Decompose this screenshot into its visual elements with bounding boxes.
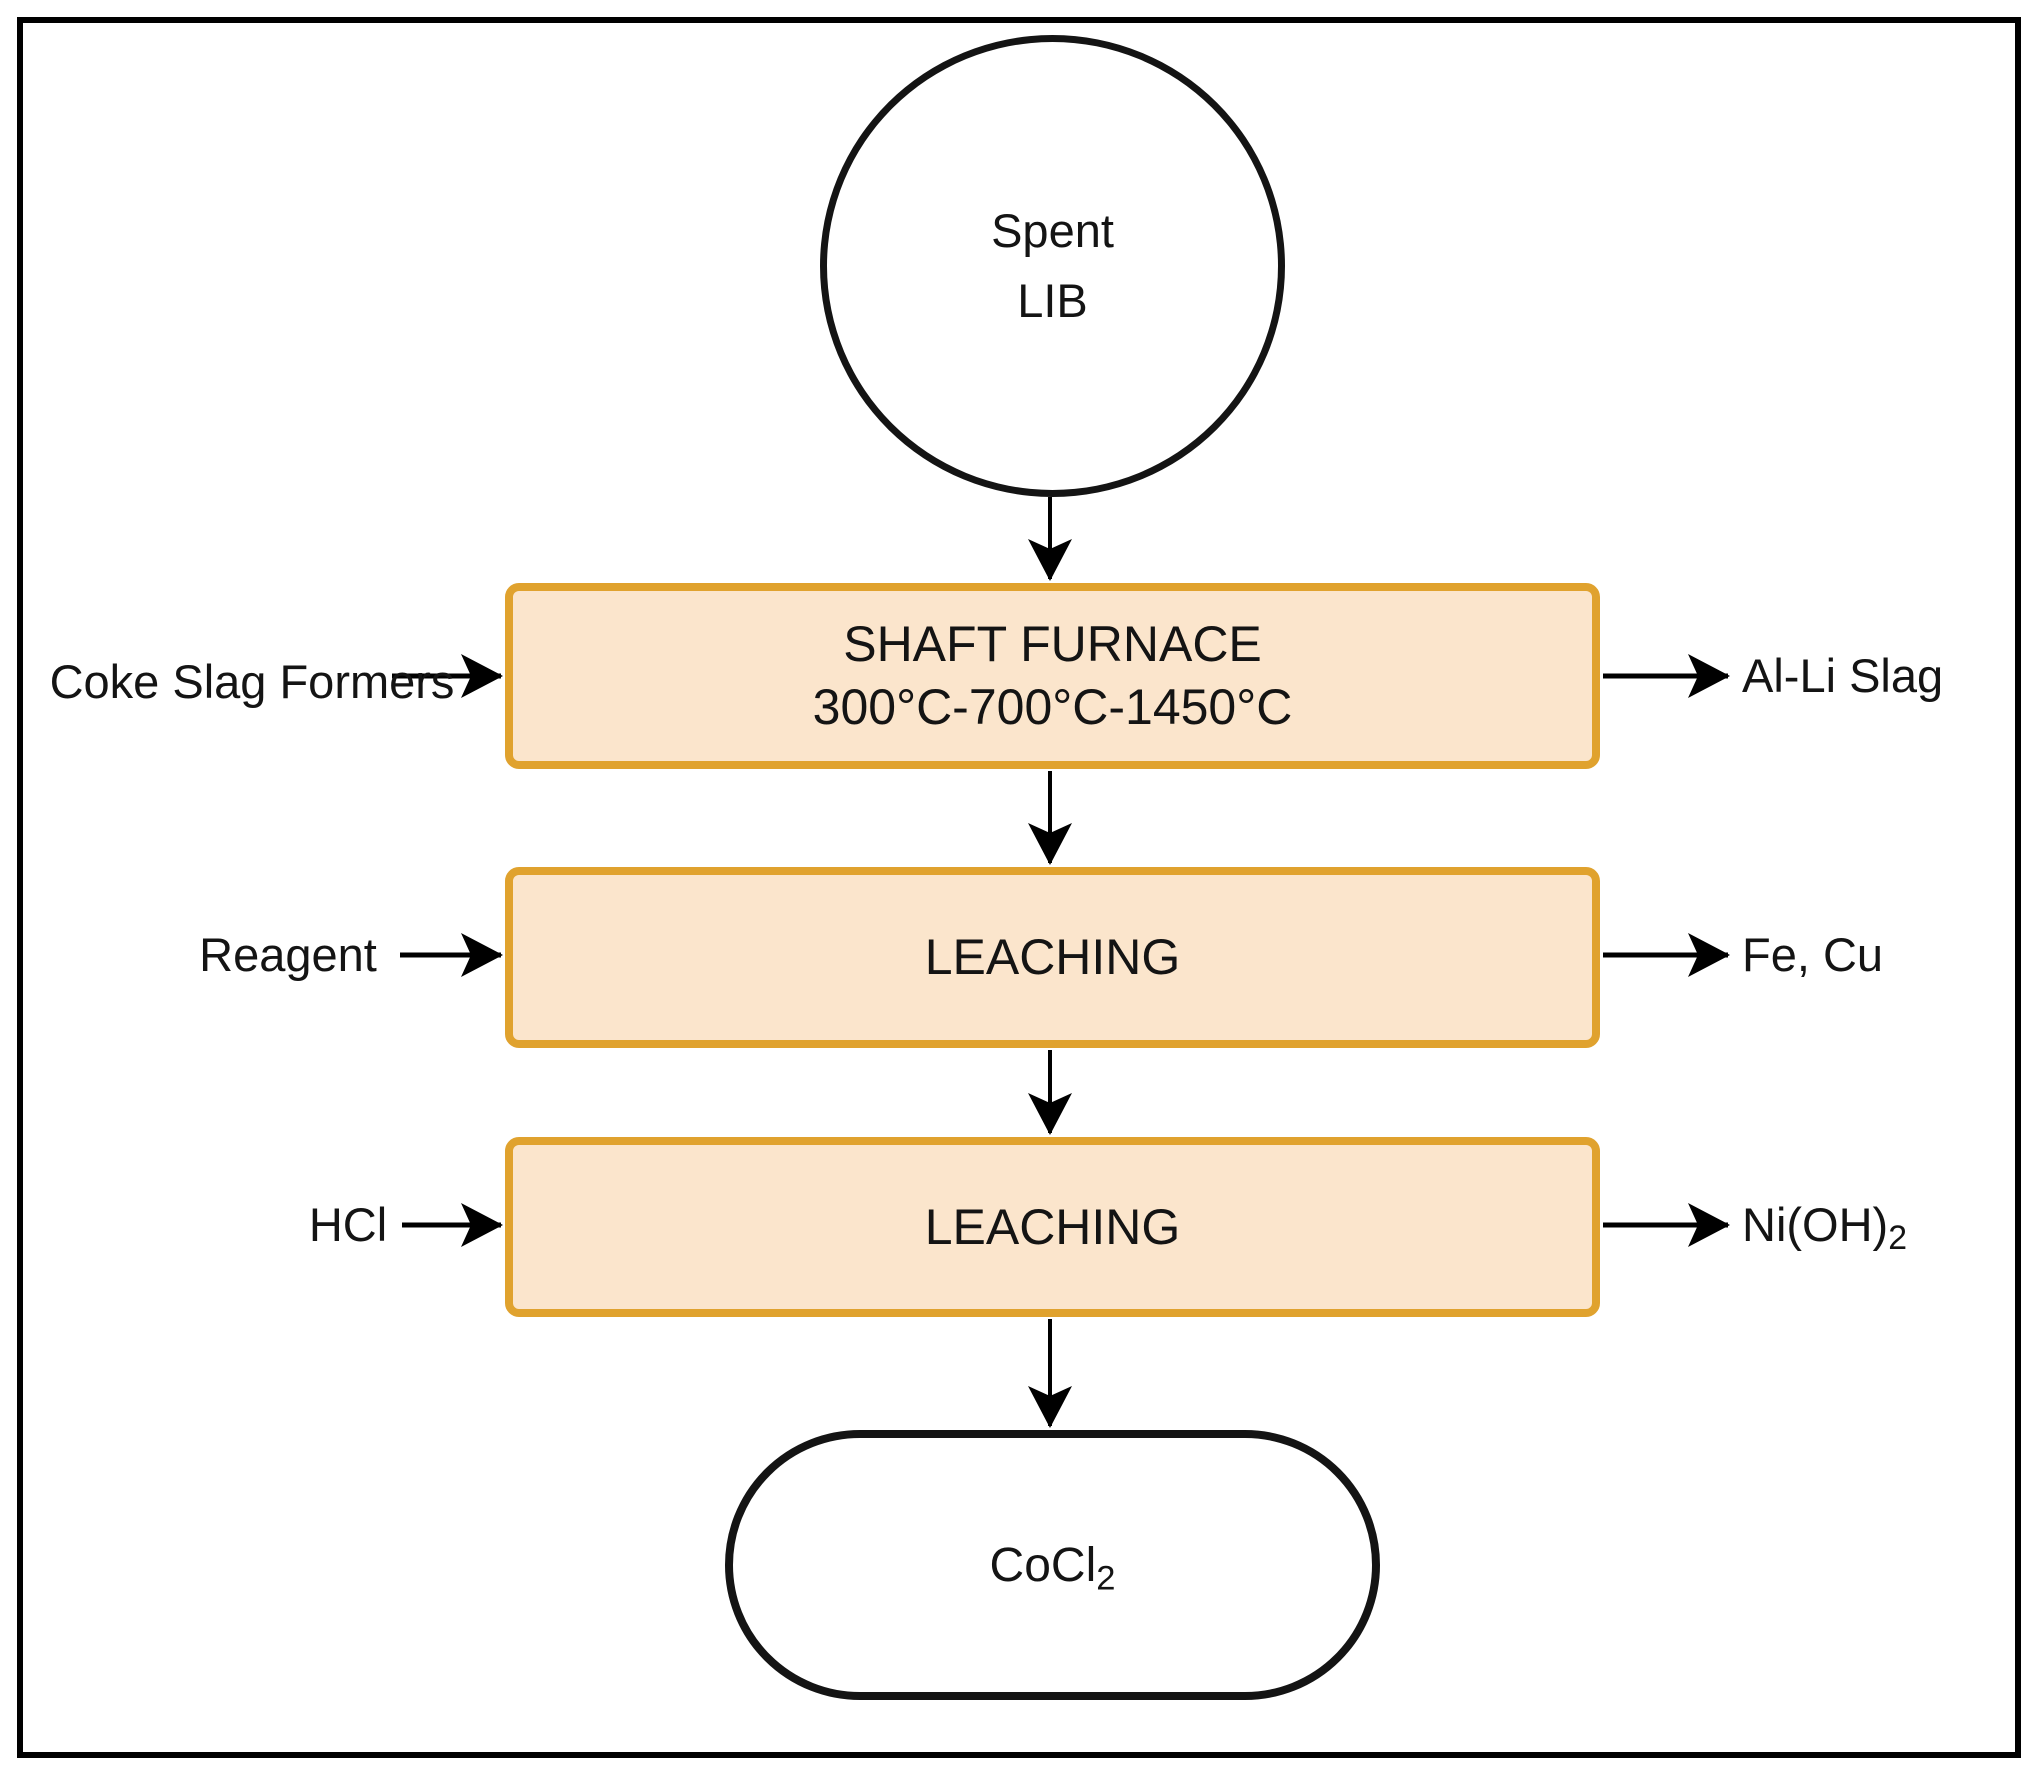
label-ni-oh2: Ni(OH)2 (1742, 1198, 1908, 1258)
label-hcl: HCl (308, 1198, 388, 1252)
label-coke-slag-formers: Coke Slag Formers (49, 655, 455, 709)
leaching-1-label: LEACHING (924, 929, 1181, 985)
label-al-li-slag: Al-Li Slag (1742, 649, 1944, 703)
label-fe-cu: Fe, Cu (1742, 928, 1884, 982)
label-reagent: Reagent (199, 928, 377, 982)
node-leaching-2: LEACHING (505, 1137, 1600, 1317)
leaching-2-label: LEACHING (924, 1198, 1181, 1255)
node-shaft-furnace: SHAFT FURNACE 300°C-700°C-1450°C (505, 583, 1600, 769)
node-cocl2: CoCl2 (725, 1430, 1380, 1700)
cocl2-label: CoCl2 (989, 1538, 1116, 1597)
spent-lib-label: Spent LIB (991, 203, 1114, 328)
node-leaching-1: LEACHING (505, 867, 1600, 1048)
node-spent-lib: Spent LIB (820, 35, 1285, 497)
diagram-border (17, 17, 2021, 1758)
shaft-furnace-label: SHAFT FURNACE 300°C-700°C-1450°C (812, 616, 1293, 735)
